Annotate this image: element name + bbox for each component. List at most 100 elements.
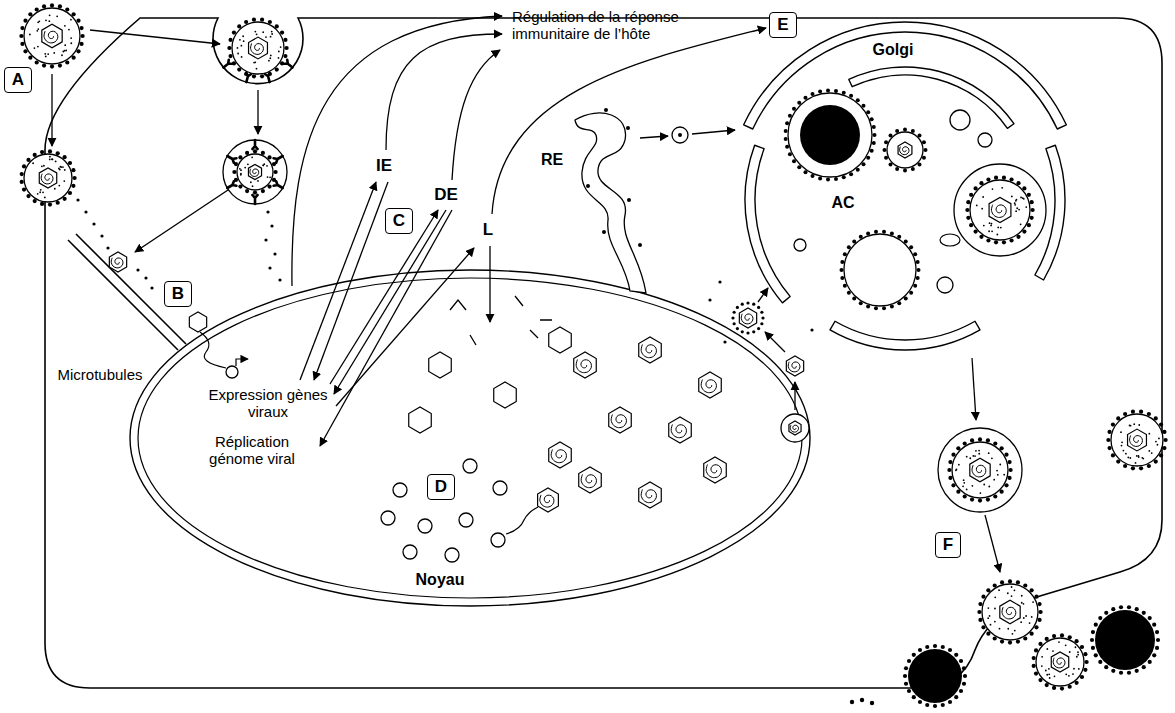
process-arrow (985, 515, 1000, 572)
glycoprotein-spike (267, 155, 271, 159)
endoplasmic-reticulum (575, 113, 646, 293)
glycoprotein-spike (840, 276, 844, 280)
glycoprotein-spike (981, 625, 985, 629)
glycoprotein-spike (884, 140, 888, 144)
glycoprotein-spike (859, 235, 863, 239)
glycoprotein-spike (22, 187, 26, 191)
glycoprotein-spike (1154, 416, 1158, 420)
tegument-protein (266, 210, 269, 213)
glycoprotein-spike (784, 129, 788, 133)
tegument-protein (1022, 197, 1024, 199)
viral-envelope (970, 180, 1030, 240)
glycoprotein-spike (1111, 422, 1115, 426)
tegument-protein (60, 166, 62, 168)
tegument-protein (268, 60, 270, 62)
tegument-protein (268, 266, 271, 269)
glycoprotein-spike (1030, 200, 1034, 204)
transport-vesicle (672, 127, 688, 143)
glycoprotein-spike (1045, 637, 1049, 641)
tegument-protein (54, 188, 56, 190)
tegument-protein (262, 164, 264, 166)
glycoprotein-spike (274, 170, 278, 174)
organelle-label: Golgi (873, 41, 914, 59)
process-arrow (692, 130, 735, 134)
glycoprotein (870, 701, 874, 705)
vesicle-membrane (788, 93, 872, 177)
tegument-protein (1068, 675, 1070, 677)
tegument-protein (254, 61, 256, 63)
tegument-protein (1077, 654, 1079, 656)
tegument-protein (983, 484, 985, 486)
glycoprotein-spike (1016, 181, 1020, 185)
viral-dna (251, 43, 264, 54)
endosome (223, 140, 287, 204)
glycoprotein-spike (1091, 646, 1095, 650)
tegument-protein (45, 19, 47, 21)
tegument-protein (38, 20, 40, 22)
tegument-protein (1023, 617, 1025, 619)
glycoprotein-spike (71, 184, 75, 188)
glycoprotein-spike (904, 297, 908, 301)
glycoprotein-spike (969, 193, 973, 197)
glycoprotein-spike (237, 68, 241, 72)
tegument-protein (243, 40, 245, 42)
glycoprotein-spike (959, 659, 963, 663)
glycoprotein-spike (862, 104, 866, 108)
tegument-protein (252, 185, 254, 187)
tegument-protein (48, 20, 50, 22)
glycoprotein-spike (1000, 446, 1004, 450)
tegument-protein (1129, 425, 1131, 427)
glycoprotein-spike (72, 12, 76, 16)
glycoprotein-spike (1000, 580, 1004, 584)
glycoprotein (678, 133, 682, 137)
glycoprotein-spike (963, 441, 967, 445)
tegument-protein (1025, 615, 1027, 617)
tegument-protein (966, 489, 968, 491)
viral-envelope (24, 154, 72, 202)
capsid (970, 458, 990, 482)
tegument-protein (37, 193, 39, 195)
tegument-protein (65, 49, 67, 51)
dense-body-core (1095, 610, 1155, 670)
glycoprotein-spike (1007, 460, 1011, 464)
glycoprotein-spike (883, 148, 887, 152)
vesicle (883, 128, 928, 173)
process-arrow (334, 210, 446, 394)
step-letter-box: C (385, 208, 413, 234)
tegument-protein (1148, 450, 1150, 452)
tegument-protein (746, 331, 749, 334)
glycoprotein-spike (986, 588, 990, 592)
tegument-protein (271, 33, 273, 35)
glycoprotein-spike (1045, 683, 1049, 687)
tegument-protein (64, 50, 66, 52)
tegument-protein (56, 15, 58, 17)
tegument-protein (736, 327, 739, 330)
tegument-protein (64, 25, 66, 27)
glycoprotein-spike (268, 20, 272, 24)
glycoprotein-spike (23, 49, 27, 53)
tegument-protein (1029, 622, 1031, 624)
glycoprotein-spike (797, 165, 801, 169)
tegument-protein (1122, 450, 1124, 452)
glycoprotein-spike (20, 180, 24, 184)
glycoprotein-spike (1004, 453, 1008, 457)
structure-label: Microtubules (57, 366, 142, 383)
golgi-cisterna (849, 67, 1014, 128)
glycoprotein-spike (986, 632, 990, 636)
tegument-protein (40, 189, 42, 191)
tegument-protein (64, 169, 66, 171)
tegument-protein (1046, 674, 1048, 676)
tegument-protein (1014, 589, 1016, 591)
tegument-protein (256, 33, 258, 35)
tegument-protein (1129, 457, 1131, 459)
glycoprotein-spike (1135, 669, 1139, 673)
glycoprotein-spike (228, 54, 232, 58)
glycoprotein-spike (847, 291, 851, 295)
gene-class-label: L (483, 220, 493, 240)
tegument-protein (1023, 603, 1025, 605)
glycoprotein-spike (973, 230, 977, 234)
glycoprotein-spike (969, 223, 973, 227)
vesicle-membrane (887, 132, 923, 168)
step-letter: F (936, 533, 960, 557)
